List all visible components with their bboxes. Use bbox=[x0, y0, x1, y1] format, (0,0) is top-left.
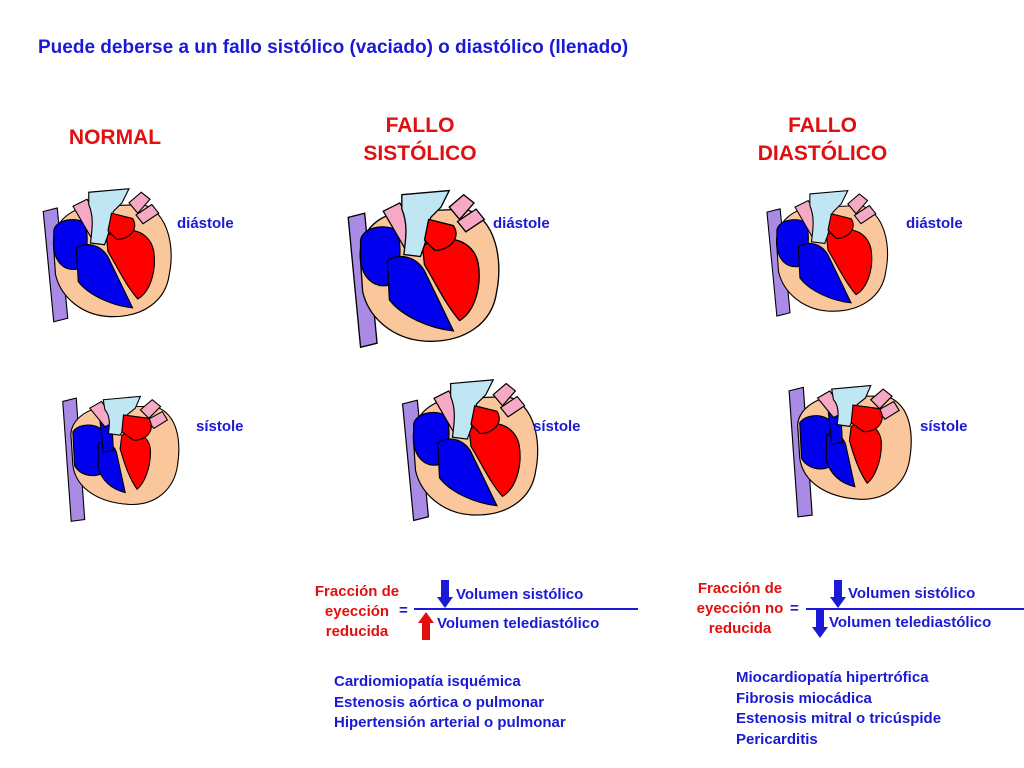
diastolic-failure-diastole-heart-diagram bbox=[766, 190, 889, 317]
normal-diastole-heart-diagram bbox=[42, 188, 172, 323]
list-item: Hipertensión arterial o pulmonar bbox=[334, 714, 566, 731]
diastolic-equals-sign: = bbox=[790, 600, 799, 617]
normal-systole-label: sístole bbox=[196, 418, 244, 435]
diastolic-heading-line2: DIASTÓLICO bbox=[757, 142, 888, 165]
list-item: Cardiomiopatía isquémica bbox=[334, 673, 521, 690]
down-arrow-icon bbox=[830, 580, 846, 608]
down-arrow-icon bbox=[437, 580, 453, 608]
diastolic-ef-line2: eyección no bbox=[696, 600, 784, 617]
list-item: Pericarditis bbox=[736, 730, 818, 748]
systolic-equals-sign: = bbox=[399, 602, 408, 619]
systolic-failure-diastole-label: diástole bbox=[493, 215, 550, 232]
normal-diastole-label: diástole bbox=[177, 215, 234, 232]
normal-systole-heart-diagram bbox=[62, 395, 180, 522]
systolic-denominator-text: Volumen telediastólico bbox=[437, 615, 600, 632]
systolic-ejection-fraction-label: Fracción de eyección reducida bbox=[302, 582, 412, 642]
systolic-failure-diastole-heart-diagram bbox=[347, 189, 500, 348]
systolic-causes-list: Cardiomiopatía isquémica Estenosis aórti… bbox=[334, 672, 566, 734]
diastolic-ejection-fraction-label: Fracción de eyección no reducida bbox=[684, 579, 796, 639]
list-item: Estenosis mitral o tricúspide bbox=[736, 710, 942, 727]
diastolic-failure-systole-label: sístole bbox=[920, 418, 968, 435]
diastolic-failure-diastole-label: diástole bbox=[906, 215, 963, 232]
diastolic-failure-heading: FALLO DIASTÓLICO bbox=[740, 112, 905, 168]
systolic-numerator-text: Volumen sistólico bbox=[456, 586, 584, 603]
systolic-heading-line2: SISTÓLICO bbox=[363, 142, 477, 165]
normal-heading: NORMAL bbox=[68, 126, 162, 149]
diastolic-failure-systole-heart-diagram bbox=[788, 384, 912, 518]
slide-title: Puede deberse a un fallo sistólico (vaci… bbox=[38, 37, 629, 58]
systolic-failure-heading: FALLO SISTÓLICO bbox=[340, 112, 500, 168]
systolic-ef-line1: Fracción de bbox=[314, 583, 400, 600]
list-item: Miocardiopatía hipertrófica bbox=[736, 669, 929, 686]
down-arrow-icon bbox=[812, 610, 828, 638]
up-arrow-icon bbox=[418, 612, 434, 640]
systolic-ef-line3: reducida bbox=[325, 623, 389, 640]
list-item: Fibrosis miocádica bbox=[736, 689, 872, 707]
diastolic-heading-line1: FALLO bbox=[788, 114, 857, 137]
diastolic-fraction-line bbox=[806, 608, 1024, 610]
systolic-heading-line1: FALLO bbox=[385, 114, 455, 137]
diastolic-denominator-text: Volumen telediastólico bbox=[829, 614, 992, 631]
diastolic-ef-line3: reducida bbox=[708, 620, 772, 637]
list-item: Estenosis aórtica o pulmonar bbox=[334, 693, 545, 711]
diastolic-ef-line1: Fracción de bbox=[697, 580, 783, 597]
systolic-failure-systole-heart-diagram bbox=[401, 379, 539, 522]
diastolic-numerator-text: Volumen sistólico bbox=[848, 585, 976, 602]
systolic-fraction-line bbox=[414, 608, 638, 610]
systolic-ef-line2: eyección bbox=[324, 603, 390, 620]
systolic-failure-systole-label: sístole bbox=[533, 418, 581, 435]
diastolic-causes-list: Miocardiopatía hipertrófica Fibrosis mio… bbox=[736, 668, 941, 750]
